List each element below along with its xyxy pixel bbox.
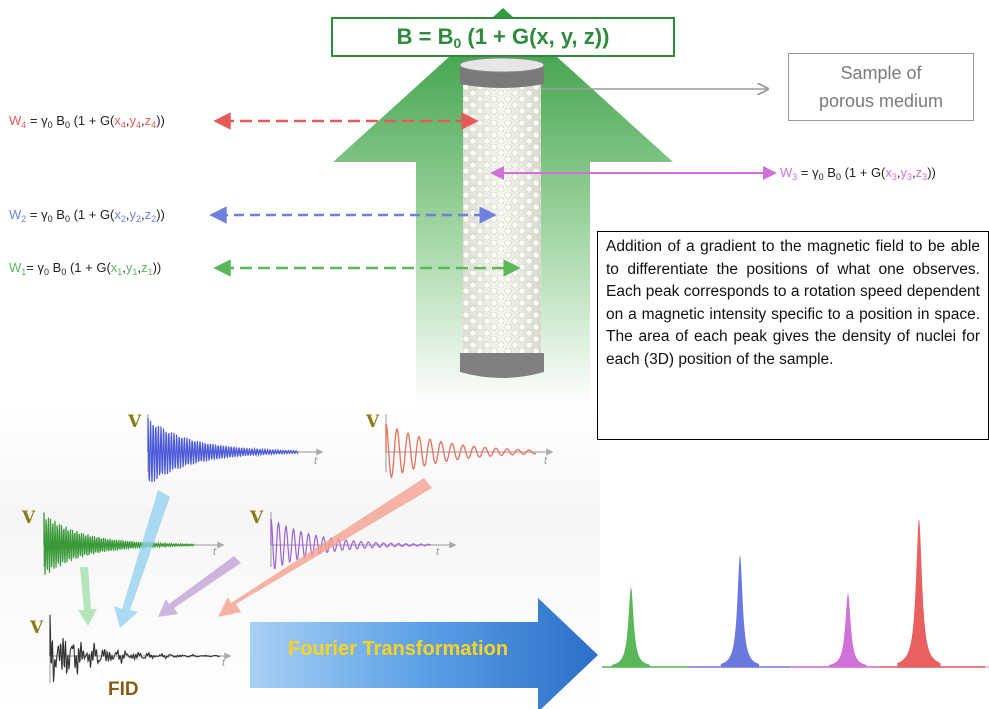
blue-to-fid-arrow (114, 490, 170, 628)
fourier-transformation-label: Fourier Transformation (288, 638, 509, 660)
fid-signal-plot (49, 614, 232, 683)
sample-label: Sample of porous medium (788, 53, 974, 121)
green-signal-plot (43, 512, 225, 575)
purple-plot-t-label: t (436, 546, 440, 558)
green-fid-wave (43, 512, 195, 575)
blue-fid-wave (147, 417, 299, 483)
red-signal-plot (385, 414, 554, 479)
red-to-fid-arrow (218, 478, 432, 617)
purple-to-fid-arrow (158, 556, 241, 617)
blue-plot-t-label: t (314, 455, 318, 467)
equation-w1: W1= γ0 B0 (1 + G(x1,y1,z1)) (9, 260, 162, 277)
equation-w4: W4 = γ0 B0 (1 + G(x4,y4,z4)) (9, 113, 165, 130)
field-formula: B = B0 (1 + G(x, y, z)) (331, 17, 675, 57)
convergence-arrows (78, 478, 432, 628)
fid-plot-t-label: t (222, 657, 226, 669)
blue-plot-v-label: V (128, 412, 142, 432)
purple-signal-plot (270, 512, 457, 570)
red-fid-wave (385, 423, 537, 479)
equation-w2: W2 = γ0 B0 (1 + G(x2,y2,z2)) (9, 207, 165, 224)
fid-plot-v-label: V (30, 618, 44, 638)
green-to-fid-arrow (78, 567, 97, 626)
spectrum-plot (602, 519, 989, 668)
red-plot-t-label: t (544, 455, 548, 467)
blue-signal-plot (147, 414, 324, 483)
peak-blue (720, 555, 760, 667)
combined-fid-wave (49, 614, 221, 683)
fid-label: FID (108, 679, 139, 700)
description-box: Addition of a gradient to the magnetic f… (597, 231, 989, 440)
red-plot-v-label: V (366, 412, 380, 432)
porous-sample-cylinder (459, 57, 545, 378)
fourier-transform-arrow (250, 598, 598, 709)
green-plot-v-label: V (22, 508, 36, 528)
purple-fid-wave (270, 518, 432, 570)
peak-purple (828, 593, 868, 667)
peak-red (897, 519, 941, 667)
sample-label-line2: porous medium (818, 91, 944, 111)
peak-green (611, 587, 651, 667)
sample-label-line1: Sample of (840, 63, 922, 83)
green-plot-t-label: t (213, 546, 217, 558)
purple-plot-v-label: V (250, 508, 264, 528)
equation-w3: W3 = γ0 B0 (1 + G(x3,y3,z3)) (780, 165, 936, 182)
